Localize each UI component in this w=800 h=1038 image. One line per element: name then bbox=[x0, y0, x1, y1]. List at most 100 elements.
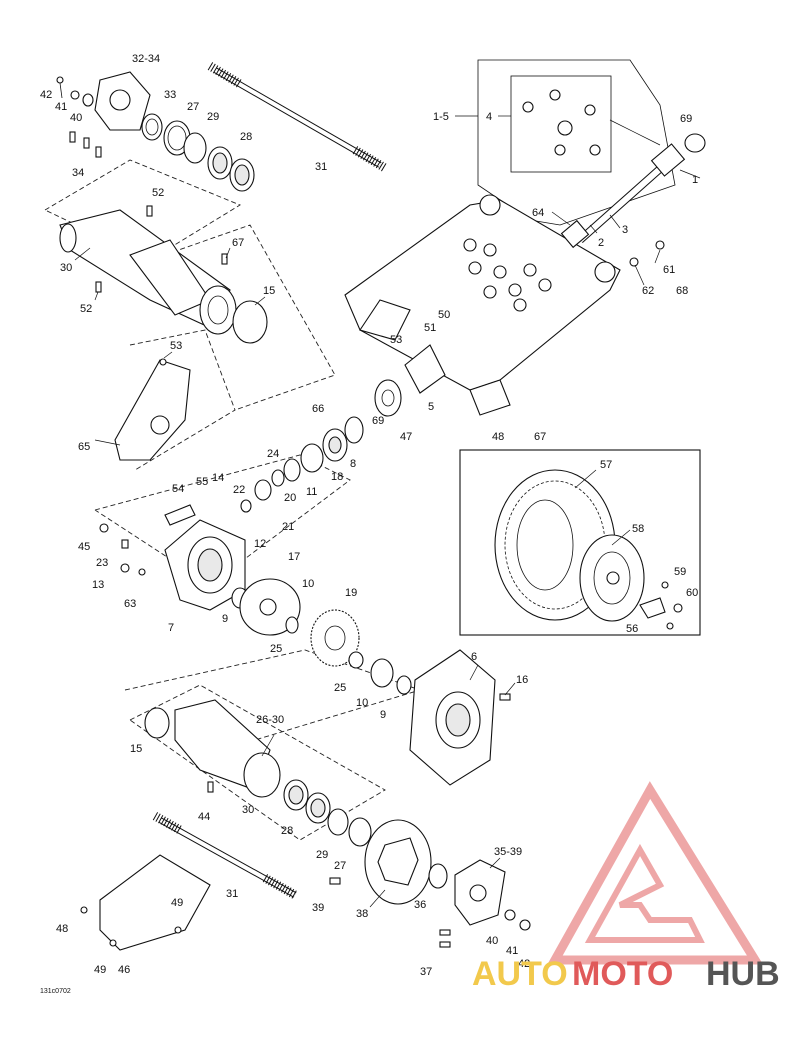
callout: 59 bbox=[674, 566, 686, 578]
callout: 49 bbox=[94, 964, 106, 976]
callout-labels: 42 41 40 32-34 33 27 29 28 34 31 1-5 4 6… bbox=[40, 53, 698, 978]
differential-housing bbox=[99, 519, 511, 786]
callout: 68 bbox=[676, 285, 688, 297]
callout: 38 bbox=[356, 908, 368, 920]
callout: 60 bbox=[686, 587, 698, 599]
callout: 7 bbox=[168, 622, 174, 634]
callout: 11 bbox=[306, 486, 317, 498]
callout: 31 bbox=[315, 161, 327, 173]
callout: 49 bbox=[171, 897, 183, 909]
callout: 10 bbox=[302, 578, 314, 590]
callout: 69 bbox=[372, 415, 384, 427]
callout: 25 bbox=[270, 643, 282, 655]
callout: 25 bbox=[334, 682, 346, 694]
callout: 31 bbox=[226, 888, 238, 900]
callout: 15 bbox=[130, 743, 142, 755]
callout: 8 bbox=[350, 458, 356, 470]
callout: 67 bbox=[534, 431, 546, 443]
watermark-auto: AUTO bbox=[472, 955, 568, 993]
callout: 33 bbox=[164, 89, 176, 101]
swing-arm bbox=[344, 194, 621, 416]
callout: 44 bbox=[198, 811, 210, 823]
callout: 51 bbox=[424, 322, 436, 334]
callout: 67 bbox=[232, 237, 244, 249]
callout: 47 bbox=[400, 431, 412, 443]
callout: 6 bbox=[471, 651, 477, 663]
callout: 12 bbox=[254, 538, 266, 550]
callout: 58 bbox=[632, 523, 644, 535]
callout: 53 bbox=[390, 334, 402, 346]
callout: 46 bbox=[118, 964, 130, 976]
reference-code: 131c0702 bbox=[40, 988, 71, 995]
callout: 37 bbox=[420, 966, 432, 978]
callout: 9 bbox=[222, 613, 228, 625]
callout: 65 bbox=[78, 441, 90, 453]
center-bearing-stack bbox=[164, 344, 446, 526]
watermark-hub: HUB bbox=[706, 955, 780, 993]
callout: 55 bbox=[196, 476, 208, 488]
callout: 20 bbox=[284, 492, 296, 504]
callout: 24 bbox=[267, 448, 279, 460]
callout: 40 bbox=[70, 112, 82, 124]
callout: 42 bbox=[518, 958, 530, 970]
callout: 19 bbox=[345, 587, 357, 599]
callout: 23 bbox=[96, 557, 108, 569]
callout: 63 bbox=[124, 598, 136, 610]
callout: 14 bbox=[212, 472, 224, 484]
callout: 4 bbox=[486, 111, 492, 123]
callout: 54 bbox=[172, 483, 184, 495]
callout: 27 bbox=[187, 101, 199, 113]
callout: 18 bbox=[331, 471, 343, 483]
callout: 13 bbox=[92, 579, 104, 591]
callout: 29 bbox=[207, 111, 219, 123]
callout: 15 bbox=[263, 285, 275, 297]
callout: 62 bbox=[642, 285, 654, 297]
callout: 3 bbox=[622, 224, 628, 236]
callout: 10 bbox=[356, 697, 368, 709]
callout: 66 bbox=[312, 403, 324, 415]
callout: 53 bbox=[170, 340, 182, 352]
callout: 29 bbox=[316, 849, 328, 861]
upper-axle-housing bbox=[59, 205, 268, 344]
callout: 61 bbox=[663, 264, 675, 276]
callout: 52 bbox=[80, 303, 92, 315]
callout: 50 bbox=[438, 309, 450, 321]
lower-axle-housing bbox=[144, 699, 372, 899]
callout: 45 bbox=[78, 541, 90, 553]
watermark-logo bbox=[547, 781, 764, 965]
callout: 2 bbox=[598, 237, 604, 249]
callout: 56 bbox=[626, 623, 638, 635]
callout: 9 bbox=[380, 709, 386, 721]
callout: 41 bbox=[506, 945, 518, 957]
callout: 48 bbox=[56, 923, 68, 935]
watermark-text: AUTO MOTO HUB bbox=[472, 955, 780, 993]
callout: 1 bbox=[692, 174, 698, 186]
callout: 26-30 bbox=[256, 714, 284, 726]
callout: 30 bbox=[60, 262, 72, 274]
callout: 64 bbox=[532, 207, 544, 219]
callout: 28 bbox=[281, 825, 293, 837]
callout: 27 bbox=[334, 860, 346, 872]
callout: 16 bbox=[516, 674, 528, 686]
callout: 52 bbox=[152, 187, 164, 199]
callout: 48 bbox=[492, 431, 504, 443]
leader-lines bbox=[74, 115, 701, 908]
callout: 34 bbox=[72, 167, 84, 179]
drive-shaft-ujoint bbox=[522, 89, 706, 267]
callout: 1-5 bbox=[433, 111, 449, 123]
callout: 41 bbox=[55, 101, 67, 113]
callout: 17 bbox=[288, 551, 300, 563]
callout: 35-39 bbox=[494, 846, 522, 858]
callout: 39 bbox=[312, 902, 324, 914]
callout: 40 bbox=[486, 935, 498, 947]
callout: 30 bbox=[242, 804, 254, 816]
callout: 69 bbox=[680, 113, 692, 125]
upper-drive-shaft bbox=[207, 62, 388, 172]
callout: 21 bbox=[282, 521, 294, 533]
support-bracket bbox=[114, 358, 191, 461]
watermark-moto: MOTO bbox=[572, 955, 673, 993]
upper-hub-assembly bbox=[56, 71, 255, 192]
callout: 5 bbox=[428, 401, 434, 413]
callout: 57 bbox=[600, 459, 612, 471]
